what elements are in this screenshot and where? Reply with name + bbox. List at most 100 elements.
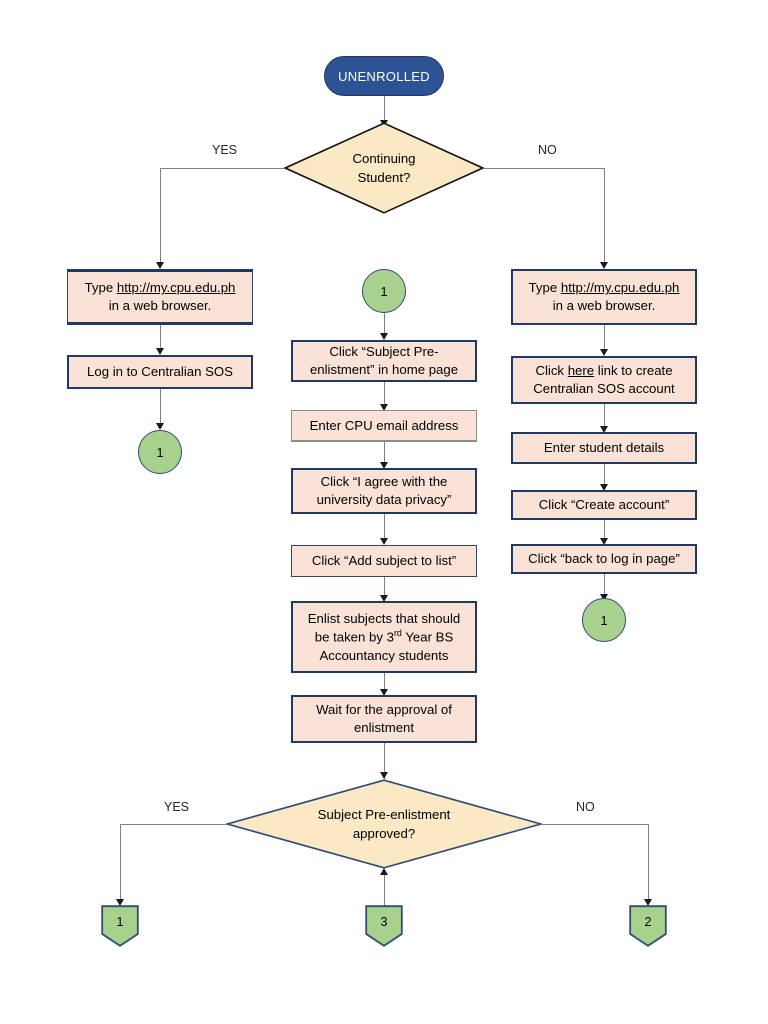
edge-center-step6-to-decision2 bbox=[383, 743, 385, 779]
arrowhead-center-step3 bbox=[379, 462, 388, 469]
center-step6-line1: Wait for the approval of bbox=[316, 702, 452, 718]
right-details-label: Enter student details bbox=[543, 440, 665, 456]
edge-outcome-center-to-decision2 bbox=[383, 874, 385, 906]
process-right-enter-details[interactable]: Enter student details bbox=[511, 432, 697, 464]
edge-decision2-yes-horizontal bbox=[120, 823, 226, 825]
edge-label-decision1-no: NO bbox=[538, 143, 557, 157]
arrowhead-right-here bbox=[599, 349, 608, 356]
connector-right-1[interactable]: 1 bbox=[582, 598, 626, 642]
offpage-outcome-center-label: 3 bbox=[380, 915, 388, 929]
connector-center-1[interactable]: 1 bbox=[362, 269, 406, 313]
process-right-create-account[interactable]: Click “Create account” bbox=[511, 490, 697, 520]
edge-right-back-to-connector bbox=[603, 574, 605, 598]
arrowhead-outcome-yes bbox=[115, 899, 124, 906]
offpage-connector-outcome-yes[interactable]: 1 bbox=[101, 905, 139, 947]
right-type-url-line1: Type http://my.cpu.edu.ph bbox=[529, 279, 680, 297]
offpage-shield-shape-1 bbox=[101, 905, 139, 947]
edge-center-step5-to-step6 bbox=[383, 673, 385, 693]
center-step2-label: Enter CPU email address bbox=[309, 417, 459, 433]
arrowhead-right-back bbox=[599, 538, 608, 545]
right-here-link[interactable]: here bbox=[567, 363, 595, 379]
center-step3-line2: university data privacy” bbox=[316, 492, 452, 507]
start-terminator-label: UNENROLLED bbox=[338, 68, 430, 84]
decision-diamond-shape bbox=[284, 122, 484, 214]
decision2-diamond-shape bbox=[226, 779, 542, 869]
edge-decision2-no-vertical bbox=[647, 823, 649, 904]
process-center-click-agree[interactable]: Click “I agree with the university data … bbox=[291, 468, 477, 514]
edge-decision1-yes-vertical bbox=[159, 167, 161, 266]
right-create-label: Click “Create account” bbox=[538, 497, 670, 513]
decision-continuing-student[interactable]: Continuing Student? bbox=[284, 122, 484, 214]
connector-left-1[interactable]: 1 bbox=[138, 430, 182, 474]
edge-label-decision2-no: NO bbox=[576, 800, 595, 814]
edge-right-create-to-back bbox=[603, 520, 605, 542]
center-step5-line1: Enlist subjects that should bbox=[307, 610, 461, 626]
arrowhead-left-connector bbox=[155, 423, 164, 430]
right-type-url-line2: in a web browser. bbox=[552, 298, 656, 313]
right-here-text-a: Click bbox=[535, 363, 568, 379]
arrowhead-decision2-bottom bbox=[379, 868, 388, 875]
connector-left-1-label: 1 bbox=[156, 444, 164, 460]
edge-right-url-to-here bbox=[603, 325, 605, 353]
right-type-url-text: Type bbox=[528, 280, 561, 296]
offpage-shield-shape-3 bbox=[365, 905, 403, 947]
right-type-url-link[interactable]: http://my.cpu.edu.ph bbox=[560, 280, 680, 296]
edge-label-decision1-yes: YES bbox=[212, 143, 238, 157]
process-center-enter-email[interactable]: Enter CPU email address bbox=[291, 410, 477, 442]
arrowhead-right-details bbox=[599, 426, 608, 433]
process-center-click-pre-enlistment[interactable]: Click “Subject Pre- enlistment” in home … bbox=[291, 340, 477, 382]
center-step5-line2-b: Year BS bbox=[401, 629, 454, 645]
process-left-type-url[interactable]: Type http://my.cpu.edu.ph in a web brows… bbox=[67, 269, 253, 325]
process-center-enlist-subjects[interactable]: Enlist subjects that should be taken by … bbox=[291, 601, 477, 673]
edge-decision2-no-horizontal bbox=[542, 823, 648, 825]
arrowhead-right-create bbox=[599, 484, 608, 491]
edge-decision1-no-vertical bbox=[603, 167, 605, 266]
center-step5-line2-a: be taken by 3 bbox=[314, 629, 394, 645]
connector-center-1-label: 1 bbox=[380, 283, 388, 299]
edge-decision1-no-horizontal bbox=[484, 167, 604, 169]
edge-decision1-yes-horizontal bbox=[160, 167, 284, 169]
left-type-url-link[interactable]: http://my.cpu.edu.ph bbox=[116, 280, 236, 296]
process-right-type-url[interactable]: Type http://my.cpu.edu.ph in a web brows… bbox=[511, 269, 697, 325]
start-terminator-unenrolled[interactable]: UNENROLLED bbox=[324, 56, 444, 96]
center-step1-line2: enlistment” in home page bbox=[309, 362, 459, 377]
arrowhead-right-type-url bbox=[599, 262, 608, 269]
edge-center-step1-to-step2 bbox=[383, 382, 385, 408]
edge-center-step4-to-step5 bbox=[383, 577, 385, 599]
center-step5-line2: be taken by 3rd Year BS bbox=[315, 627, 454, 646]
offpage-connector-outcome-center[interactable]: 3 bbox=[365, 905, 403, 947]
edge-left-login-to-connector bbox=[159, 389, 161, 427]
decision-pre-enlistment-approved[interactable]: Subject Pre-enlistment approved? bbox=[226, 779, 542, 869]
offpage-connector-outcome-no[interactable]: 2 bbox=[629, 905, 667, 947]
arrowhead-center-step4 bbox=[379, 538, 388, 545]
offpage-outcome-no-label: 2 bbox=[644, 915, 652, 929]
center-step5-line3: Accountancy students bbox=[319, 647, 449, 663]
edge-center-step3-to-step4 bbox=[383, 514, 385, 542]
arrowhead-outcome-no bbox=[643, 899, 652, 906]
edge-left-url-to-login bbox=[159, 325, 161, 352]
right-here-text-b: link to create bbox=[594, 363, 673, 379]
center-step1-line1: Click “Subject Pre- bbox=[329, 344, 439, 360]
right-here-line2: Centralian SOS account bbox=[533, 381, 675, 396]
process-center-wait-approval[interactable]: Wait for the approval of enlistment bbox=[291, 695, 477, 743]
edge-label-decision2-yes: YES bbox=[164, 800, 190, 814]
edge-right-here-to-details bbox=[603, 404, 605, 430]
center-step4-label: Click “Add subject to list” bbox=[311, 553, 457, 569]
process-right-back-to-login[interactable]: Click “back to log in page” bbox=[511, 544, 697, 574]
process-right-click-here[interactable]: Click here link to create Centralian SOS… bbox=[511, 356, 697, 404]
right-back-label: Click “back to log in page” bbox=[528, 551, 680, 567]
connector-right-1-label: 1 bbox=[600, 612, 608, 628]
center-step6-line2: enlistment bbox=[353, 720, 415, 735]
edge-decision2-yes-vertical bbox=[119, 823, 121, 904]
process-center-add-subject[interactable]: Click “Add subject to list” bbox=[291, 545, 477, 577]
left-type-url-line1: Type http://my.cpu.edu.ph bbox=[85, 279, 236, 297]
arrowhead-left-login bbox=[155, 348, 164, 355]
edge-center-step2-to-step3 bbox=[383, 442, 385, 466]
arrowhead-decision2-top bbox=[379, 772, 388, 779]
left-login-label: Log in to Centralian SOS bbox=[87, 364, 233, 380]
arrowhead-right-connector bbox=[599, 594, 608, 601]
edge-center-connector-to-step1 bbox=[383, 313, 385, 337]
edge-right-details-to-create bbox=[603, 464, 605, 488]
process-left-login[interactable]: Log in to Centralian SOS bbox=[67, 355, 253, 389]
